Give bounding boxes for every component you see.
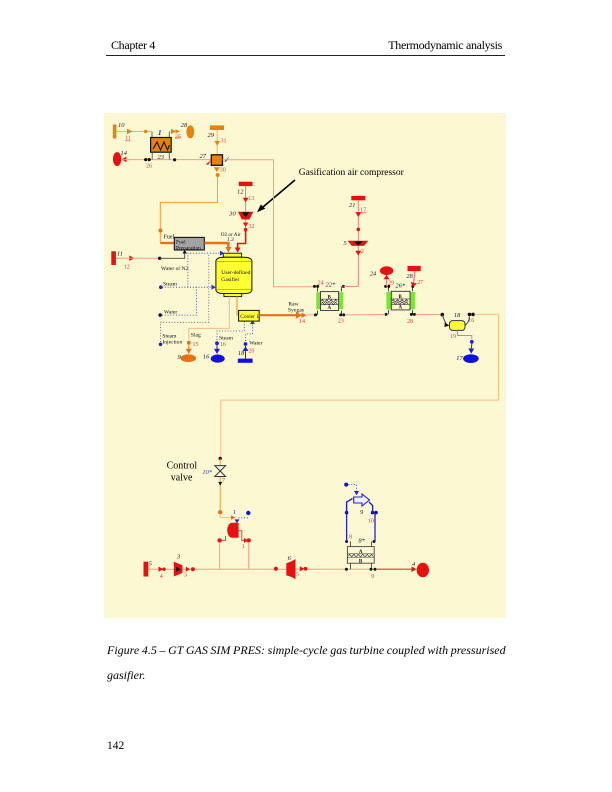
svg-text:16: 16: [220, 342, 226, 348]
svg-text:28: 28: [406, 273, 413, 280]
svg-text:6: 6: [288, 555, 292, 562]
svg-text:Steam: Steam: [163, 282, 178, 288]
svg-text:5: 5: [296, 572, 299, 578]
svg-text:4: 4: [412, 561, 416, 568]
svg-text:5: 5: [149, 561, 153, 568]
svg-text:Control: Control: [167, 461, 198, 472]
svg-text:14: 14: [299, 319, 305, 325]
svg-text:3: 3: [184, 573, 187, 579]
svg-text:8: 8: [349, 535, 352, 541]
svg-text:11: 11: [125, 136, 131, 142]
svg-text:A: A: [328, 306, 332, 311]
svg-text:valve: valve: [171, 472, 193, 483]
svg-text:Raw: Raw: [288, 302, 299, 308]
svg-text:7: 7: [222, 478, 225, 484]
svg-text:A: A: [399, 306, 403, 311]
svg-text:27: 27: [417, 280, 423, 286]
svg-text:9: 9: [360, 509, 364, 516]
svg-text:23: 23: [338, 319, 344, 325]
svg-text:Slag: Slag: [191, 332, 201, 338]
svg-text:Steam: Steam: [162, 334, 177, 340]
svg-text:Gasifier: Gasifier: [221, 276, 239, 283]
svg-text:18: 18: [238, 350, 245, 357]
svg-text:20: 20: [248, 349, 254, 355]
svg-text:Preparation: Preparation: [176, 245, 201, 251]
svg-text:21: 21: [349, 202, 356, 209]
svg-text:29: 29: [388, 280, 394, 286]
svg-text:Injection: Injection: [162, 340, 182, 346]
svg-text:5: 5: [344, 240, 348, 247]
svg-text:B: B: [359, 560, 363, 565]
svg-text:2: 2: [361, 249, 364, 255]
svg-text:17: 17: [360, 208, 366, 214]
svg-text:29: 29: [208, 132, 215, 139]
svg-text:14: 14: [121, 150, 128, 157]
svg-text:12: 12: [237, 189, 244, 196]
svg-text:Cooler 1: Cooler 1: [240, 314, 259, 320]
svg-text:9: 9: [178, 354, 182, 361]
svg-text:Water or N2: Water or N2: [161, 266, 189, 272]
svg-text:22*: 22*: [326, 282, 337, 289]
svg-text:26: 26: [146, 164, 152, 170]
svg-text:1: 1: [158, 129, 162, 137]
svg-text:28: 28: [407, 319, 413, 325]
svg-text:16: 16: [468, 318, 474, 324]
svg-text:26*: 26*: [395, 283, 406, 290]
svg-text:27: 27: [200, 153, 207, 160]
svg-text:Fuel: Fuel: [164, 235, 175, 241]
svg-text:Syngas: Syngas: [288, 308, 304, 314]
svg-text:1.3: 1.3: [227, 237, 234, 243]
svg-text:25: 25: [175, 135, 181, 141]
svg-text:A: A: [359, 550, 363, 555]
svg-text:24: 24: [370, 271, 377, 278]
svg-text:30: 30: [220, 168, 226, 174]
svg-text:31: 31: [221, 139, 227, 145]
svg-text:B: B: [399, 295, 403, 300]
svg-text:Steam: Steam: [219, 335, 234, 341]
svg-text:19: 19: [450, 334, 456, 340]
svg-text:12: 12: [124, 265, 130, 271]
svg-text:18: 18: [454, 312, 461, 319]
svg-text:24: 24: [318, 281, 324, 287]
svg-text:32: 32: [249, 224, 255, 230]
svg-text:17: 17: [456, 355, 463, 362]
svg-text:B: B: [328, 295, 332, 300]
svg-text:Water: Water: [249, 340, 262, 346]
svg-text:28: 28: [181, 122, 188, 129]
svg-text:10: 10: [118, 122, 125, 129]
svg-text:Gasification air compressor: Gasification air compressor: [299, 167, 405, 178]
svg-text:11: 11: [117, 251, 123, 258]
svg-text:16: 16: [203, 354, 210, 361]
svg-text:30: 30: [228, 211, 236, 218]
svg-text:O2 or Air: O2 or Air: [221, 232, 241, 238]
svg-text:Water: Water: [164, 309, 177, 315]
svg-text:8*: 8*: [358, 538, 365, 545]
svg-text:4: 4: [160, 574, 163, 580]
svg-text:Fuel: Fuel: [176, 239, 186, 245]
svg-text:3: 3: [176, 554, 181, 561]
svg-text:User-defined: User-defined: [221, 269, 250, 276]
svg-text:13: 13: [248, 196, 254, 202]
svg-text:23: 23: [158, 154, 165, 161]
svg-text:1: 1: [242, 544, 245, 550]
svg-text:10: 10: [368, 518, 374, 524]
svg-text:9: 9: [371, 574, 374, 580]
svg-text:10*: 10*: [202, 469, 213, 476]
svg-text:1: 1: [233, 509, 236, 516]
svg-text:15: 15: [193, 342, 199, 348]
